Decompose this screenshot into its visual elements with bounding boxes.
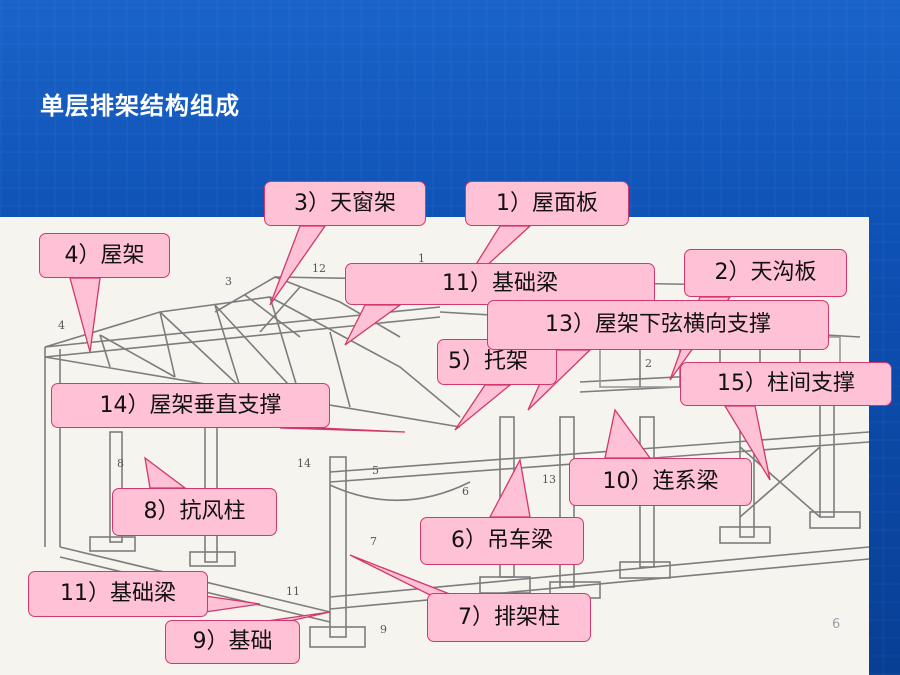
drawing-number-8: 8	[117, 457, 124, 470]
pointer-11	[204, 595, 261, 613]
drawing-number-2: 2	[645, 357, 652, 370]
slide-title: 单层排架结构组成	[40, 92, 240, 120]
callout-column-bracing: 15）柱间支撑	[680, 362, 892, 406]
drawing-number-7: 7	[370, 535, 377, 548]
callout-skylight-vertical-bracing: 11）基础梁	[345, 263, 655, 305]
callout-truss-lower-chord-bracing: 13）屋架下弦横向支撑	[487, 300, 829, 350]
callout-skylight-frame: 3）天窗架	[264, 181, 426, 226]
pointer-14	[279, 427, 406, 433]
pointer-6	[488, 458, 531, 518]
drawing-number-3: 3	[225, 275, 232, 288]
drawing-number-5: 5	[372, 464, 379, 477]
callout-gutter-slab: 2）天沟板	[684, 249, 847, 297]
callout-tie-beam: 10）连系梁	[569, 458, 752, 506]
page-number: 6	[832, 617, 841, 632]
pointer-15	[723, 405, 771, 481]
callout-roof-panel: 1）屋面板	[465, 181, 629, 226]
drawing-number-labels: 1 2 3 4 5 6 7 8 9 11 12 13 14	[58, 252, 652, 636]
callout-crane-beam: 6）吊车梁	[420, 517, 584, 565]
pointer-12	[344, 304, 402, 346]
drawing-number-11: 11	[286, 585, 300, 598]
pointer-10	[604, 408, 652, 459]
drawing-number-1: 1	[418, 252, 425, 265]
drawing-number-14: 14	[297, 457, 311, 470]
callout-roof-truss: 4）屋架	[39, 233, 170, 278]
drawing-number-12: 12	[312, 262, 326, 275]
callout-foundation-beam: 11）基础梁	[28, 571, 208, 617]
callout-truss-vertical-bracing: 14）屋架垂直支撑	[51, 383, 330, 428]
drawing-number-6: 6	[462, 485, 469, 498]
drawing-number-13: 13	[542, 473, 556, 486]
drawing-number-9: 9	[380, 623, 387, 636]
callout-wind-column: 8）抗风柱	[112, 488, 277, 536]
callout-foundation: 9）基础	[165, 620, 300, 664]
callout-support-truss: 5）托架	[437, 339, 557, 385]
callout-bent-column: 7）排架柱	[427, 593, 591, 642]
pointer-5	[454, 384, 512, 431]
pointer-3	[269, 225, 327, 306]
drawing-number-4: 4	[58, 319, 65, 332]
pointer-4	[69, 277, 101, 353]
pointer-8	[144, 456, 187, 489]
